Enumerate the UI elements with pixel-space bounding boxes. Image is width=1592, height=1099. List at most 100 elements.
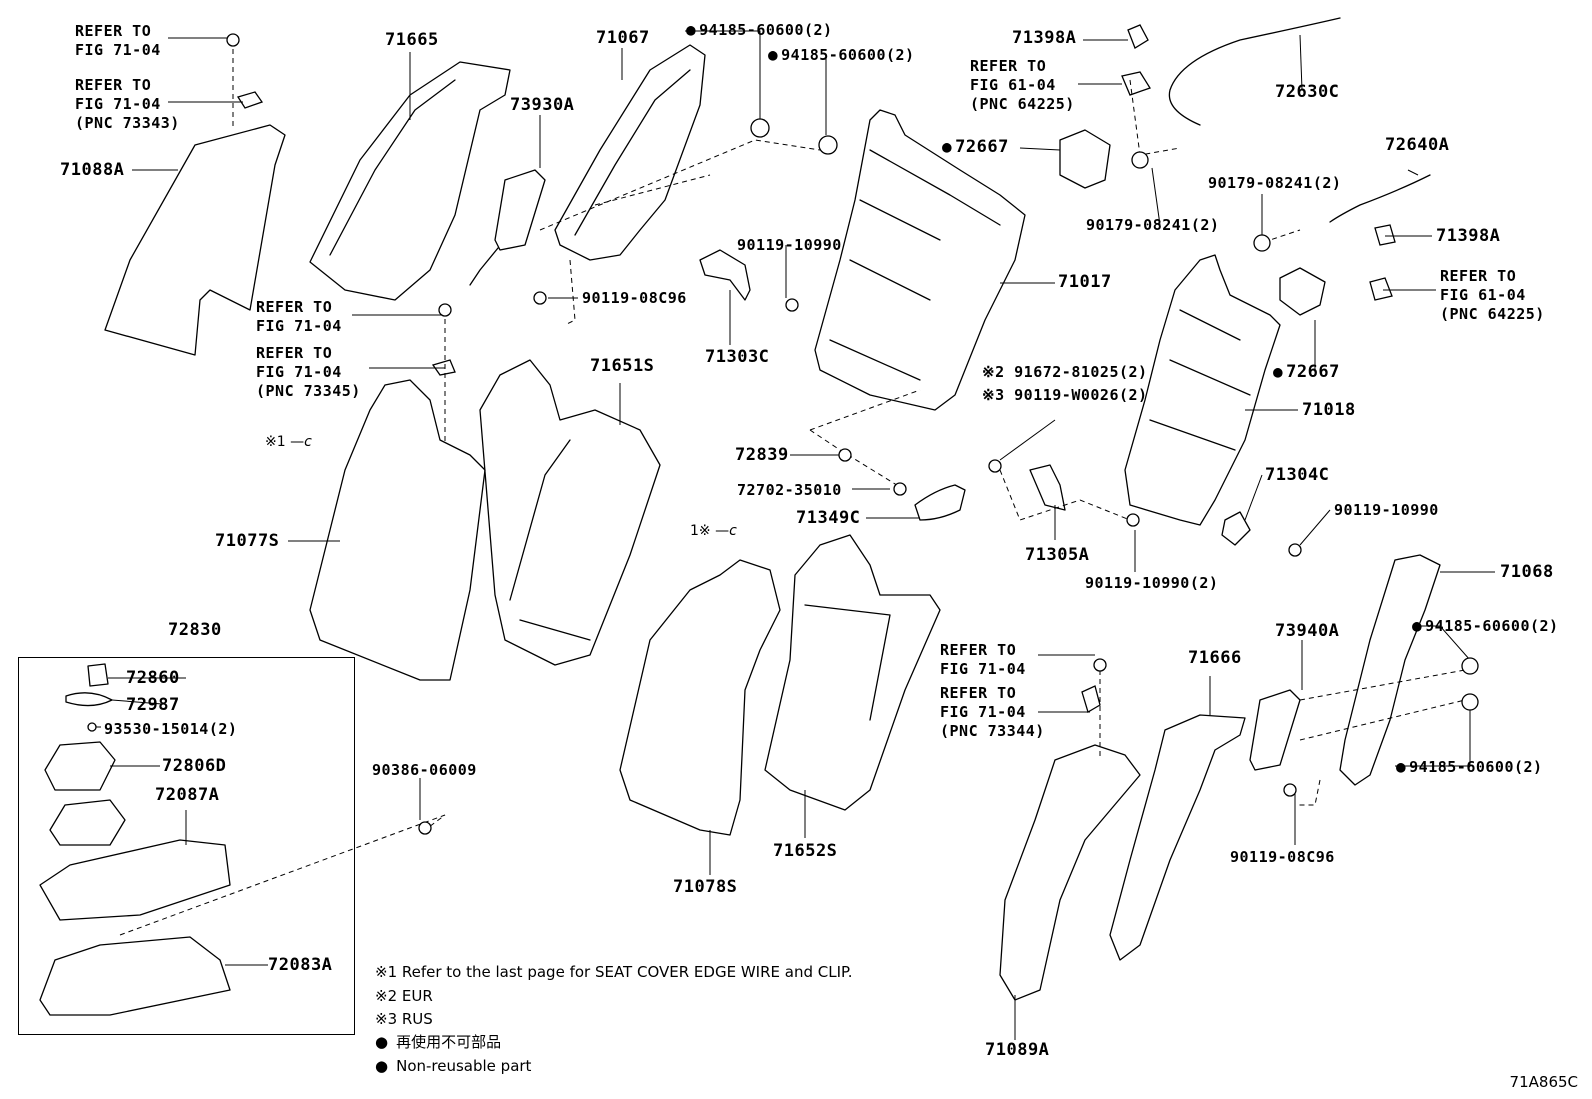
label-90119-10990-a: 90119-10990 — [737, 236, 842, 254]
clip-ref-b — [236, 91, 264, 109]
label-73940A: 73940A — [1275, 621, 1340, 641]
part-72860 — [87, 663, 109, 687]
part-71068 — [1339, 554, 1441, 786]
label-94185-60600-b: 94185-60600(2) — [768, 45, 915, 65]
label-71652S: 71652S — [773, 841, 838, 861]
bracket-71398A-right — [1374, 224, 1396, 246]
cable-72640A — [1329, 174, 1431, 223]
label-72839: 72839 — [735, 445, 789, 465]
part-71304C — [1221, 511, 1251, 546]
bolt-ref-c — [438, 303, 452, 317]
label-93530-15014: 93530-15014(2) — [104, 720, 238, 738]
part-72667-a — [1059, 129, 1111, 189]
nut-90179-b — [1253, 234, 1271, 252]
part-72083A — [39, 936, 231, 1016]
label-71067: 71067 — [596, 28, 650, 48]
part-71665 — [309, 61, 511, 301]
label-90119-08C96-a: 90119-08C96 — [582, 289, 687, 307]
bracket-ref-fig6104-b — [1369, 277, 1393, 301]
bolt-90119-a — [785, 298, 799, 312]
part-71018 — [1124, 254, 1281, 526]
part-71077S — [309, 379, 486, 681]
label-71068: 71068 — [1500, 562, 1554, 582]
part-71651S — [479, 359, 661, 666]
bolt-90119-10990-c — [1126, 513, 1140, 527]
mark-1-left: ※1 —c — [265, 434, 312, 450]
part-71089A — [999, 744, 1141, 1001]
label-71349C: 71349C — [796, 508, 861, 528]
label-ref-fig-71-04-a: REFER TO FIG 71-04 — [75, 22, 161, 59]
label-72860: 72860 — [126, 668, 180, 688]
label-90179-08241-a: 90179-08241(2) — [1086, 216, 1220, 234]
label-71398A-top: 71398A — [1012, 28, 1077, 48]
label-ref-fig-71-04-b: REFER TO FIG 71-04 (PNC 73343) — [75, 76, 180, 132]
cable-72630C — [1168, 17, 1341, 126]
part-71067 — [554, 44, 706, 261]
part-71666 — [1109, 714, 1246, 961]
label-72702-35010: 72702-35010 — [737, 481, 842, 499]
part-72987 — [65, 692, 113, 707]
bracket-71398A-top — [1127, 24, 1149, 49]
label-ref-fig-71-04-c: REFER TO FIG 71-04 — [256, 298, 342, 335]
screw-93530 — [87, 722, 97, 732]
part-71349C — [914, 484, 966, 521]
label-72087A: 72087A — [155, 785, 220, 805]
bolt-ref-a — [226, 33, 240, 47]
part-72806D — [44, 741, 116, 791]
label-71088A: 71088A — [60, 160, 125, 180]
nut-94185-a — [750, 118, 770, 138]
label-90179-08241-b: 90179-08241(2) — [1208, 174, 1342, 192]
note-1: ※1 Refer to the last page for SEAT COVER… — [375, 963, 853, 981]
part-73930A — [494, 169, 546, 251]
label-94185-60600-a: 94185-60600(2) — [686, 20, 833, 40]
bolt-72702 — [893, 482, 907, 496]
label-91672-81025: ※2 91672-81025(2) — [982, 363, 1148, 381]
label-ref-fig-61-04-b: REFER TO FIG 61-04 (PNC 64225) — [1440, 267, 1545, 323]
part-72087A — [39, 839, 231, 921]
bullet-icon: ● — [375, 1033, 389, 1051]
cap-72839 — [838, 448, 852, 462]
part-71088A — [104, 124, 286, 356]
note-4: ●再使用不可部品 — [375, 1033, 502, 1051]
label-72806D: 72806D — [162, 756, 227, 776]
nut-94185-b — [818, 135, 838, 155]
label-71651S: 71651S — [590, 356, 655, 376]
part-71652S — [764, 534, 941, 811]
part-71303C — [699, 249, 751, 301]
label-90386-06009: 90386-06009 — [372, 761, 477, 779]
label-71398A-right: 71398A — [1436, 226, 1501, 246]
bolt-90119-10990-b — [1288, 543, 1302, 557]
clip-ref-f — [1081, 685, 1101, 713]
figure-code: 71A865C — [1509, 1073, 1578, 1091]
note-2: ※2 EUR — [375, 987, 433, 1005]
label-94185-60600-d: 94185-60600(2) — [1396, 757, 1543, 777]
label-ref-fig-71-04-d: REFER TO FIG 71-04 (PNC 73345) — [256, 344, 361, 400]
bolt-90119-08C96-b — [1283, 783, 1297, 797]
label-72987: 72987 — [126, 695, 180, 715]
part-71305A — [1029, 464, 1066, 511]
label-72083A: 72083A — [268, 955, 333, 975]
nut-90179-a — [1131, 151, 1149, 169]
label-90119-10990-b: 90119-10990 — [1334, 501, 1439, 519]
note-3: ※3 RUS — [375, 1010, 433, 1028]
bolt-90119-W0026 — [988, 459, 1002, 473]
bracket-ref-fig6104-a — [1121, 71, 1151, 96]
label-71077S: 71077S — [215, 531, 280, 551]
label-71666: 71666 — [1188, 648, 1242, 668]
label-71078S: 71078S — [673, 877, 738, 897]
label-71303C: 71303C — [705, 347, 770, 367]
bolt-ref-e — [1093, 658, 1107, 672]
label-ref-fig-61-04-a: REFER TO FIG 61-04 (PNC 64225) — [970, 57, 1075, 113]
label-72640A: 72640A — [1385, 135, 1450, 155]
label-73930A: 73930A — [510, 95, 575, 115]
armrest-kit-box — [18, 657, 355, 1035]
label-72667-b: 72667 — [1273, 362, 1340, 382]
mark-1-mid: 1※ —c — [690, 523, 737, 539]
label-71665: 71665 — [385, 30, 439, 50]
clip-ref-d — [431, 359, 456, 376]
label-72667-a: 72667 — [942, 137, 1009, 157]
label-71017: 71017 — [1058, 272, 1112, 292]
label-71305A: 71305A — [1025, 545, 1090, 565]
label-90119-08C96-b: 90119-08C96 — [1230, 848, 1335, 866]
